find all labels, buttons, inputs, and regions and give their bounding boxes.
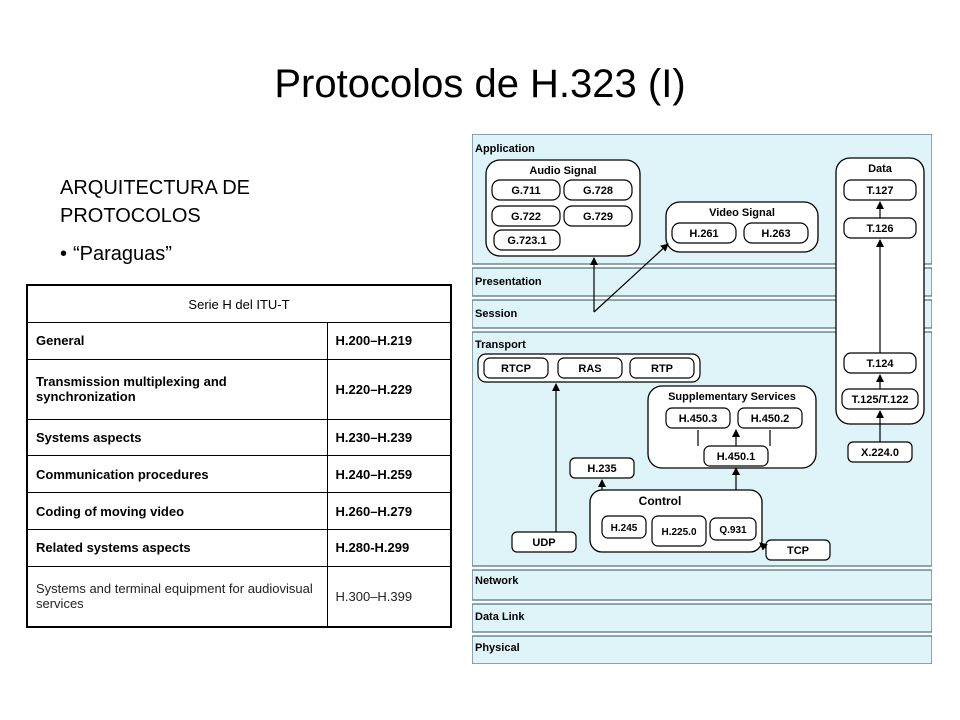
table-cell-range: H.200–H.219 — [326, 322, 452, 360]
q931-label: Q.931 — [719, 525, 747, 536]
g711-label: G.711 — [511, 185, 540, 197]
table-cell-range: H.230–H.239 — [326, 418, 452, 457]
bullet-item: •“Paraguas” — [60, 243, 172, 266]
table-cell-name: Communication procedures — [26, 455, 328, 494]
h263-label: H.263 — [761, 228, 790, 240]
table-header: Serie H del ITU-T — [26, 284, 452, 324]
h2250-label: H.225.0 — [661, 527, 696, 538]
t126-label: T.126 — [867, 223, 894, 235]
h245-box — [601, 515, 647, 539]
h2250-box — [651, 515, 707, 547]
table-cell-name: Transmission multiplexing and synchroniz… — [26, 358, 328, 420]
g7231-box — [493, 229, 561, 251]
g722-box — [491, 205, 561, 227]
rtp-label: RTP — [651, 363, 673, 375]
udp-label: UDP — [532, 537, 555, 549]
supplementary-services-title: Supplementary Services — [668, 391, 796, 403]
table-row: Systems aspects H.230–H.239 — [26, 418, 452, 457]
audio-signal-title: Audio Signal — [529, 165, 596, 177]
layer-label-application: Application — [475, 143, 535, 155]
physical-layer — [472, 635, 932, 664]
ras-label: RAS — [578, 363, 601, 375]
h235-box — [569, 457, 635, 479]
table-cell-name: Systems aspects — [26, 418, 328, 457]
table-cell-name: Systems and terminal equipment for audio… — [26, 565, 328, 628]
table-row: Transmission multiplexing and synchroniz… — [26, 358, 452, 420]
control-title: Control — [639, 494, 682, 508]
t127-label: T.127 — [867, 185, 894, 197]
g7231-label: G.723.1 — [507, 235, 546, 247]
t124-label: T.124 — [867, 358, 895, 370]
layer-label-session: Session — [475, 308, 517, 320]
arrow-tcp-to-control — [759, 542, 768, 551]
table-header-row: Serie H del ITU-T — [26, 284, 452, 324]
g729-box — [563, 205, 633, 227]
h261-box — [671, 222, 737, 244]
table-row: Communication procedures H.240–H.259 — [26, 455, 452, 494]
rtcp-label: RTCP — [501, 363, 531, 375]
g722-label: G.722 — [511, 211, 541, 223]
table-cell-name: Related systems aspects — [26, 529, 328, 567]
table-row: Systems and terminal equipment for audio… — [26, 565, 452, 628]
h261-label: H.261 — [689, 228, 718, 240]
table-cell-range: H.240–H.259 — [326, 455, 452, 494]
h4503-box — [665, 407, 731, 429]
data-title: Data — [868, 163, 893, 175]
h4501-label: H.450.1 — [717, 451, 756, 463]
data-link-layer — [472, 603, 932, 633]
layer-label-physical: Physical — [475, 642, 520, 654]
rtcp-box — [483, 357, 549, 379]
bullet-dot: • — [60, 243, 68, 265]
table-row: Coding of moving video H.260–H.279 — [26, 492, 452, 531]
g729-label: G.729 — [583, 211, 613, 223]
h245-label: H.245 — [611, 523, 638, 534]
h4503-label: H.450.3 — [679, 413, 718, 425]
table-cell-name: General — [26, 322, 328, 360]
h4502-box — [737, 407, 803, 429]
layer-label-network: Network — [475, 575, 519, 587]
x224-label: X.224.0 — [861, 447, 899, 459]
network-layer — [472, 569, 932, 601]
g728-label: G.728 — [583, 185, 613, 197]
table-row: Related systems aspects H.280-H.299 — [26, 529, 452, 567]
table-cell-range: H.280-H.299 — [326, 529, 452, 567]
table-cell-range: H.260–H.279 — [326, 492, 452, 531]
slide-title: Protocolos de H.323 (I) — [274, 62, 686, 106]
itu-h-series-table: Serie H del ITU-T General H.200–H.219 Tr… — [26, 284, 452, 628]
table-row: General H.200–H.219 — [26, 322, 452, 360]
udp-box — [511, 531, 577, 553]
q931-box — [709, 517, 757, 541]
h235-label: H.235 — [587, 463, 616, 475]
layer-label-presentation: Presentation — [475, 276, 542, 288]
g711-box — [491, 179, 561, 201]
h263-box — [743, 222, 809, 244]
t125-label: T.125/T.122 — [852, 394, 909, 406]
layer-label-transport: Transport — [475, 339, 526, 351]
t127-box — [843, 179, 917, 201]
video-signal-title: Video Signal — [709, 207, 775, 219]
arrow-to-video — [593, 243, 669, 313]
table-cell-range: H.300–H.399 — [326, 565, 452, 628]
ras-box — [557, 357, 623, 379]
table-cell-range: H.220–H.229 — [326, 358, 452, 420]
section-heading: ARQUITECTURA DE PROTOCOLOS — [60, 177, 251, 227]
g728-box — [563, 179, 633, 201]
bullet-text: “Paraguas” — [73, 243, 172, 265]
layer-label-data-link: Data Link — [475, 611, 525, 623]
tcp-label: TCP — [787, 545, 809, 557]
h323-protocol-stack-diagram: Application Presentation Session Transpo… — [472, 134, 932, 664]
h4502-label: H.450.2 — [751, 413, 790, 425]
table-cell-name: Coding of moving video — [26, 492, 328, 531]
rtp-box — [629, 357, 695, 379]
